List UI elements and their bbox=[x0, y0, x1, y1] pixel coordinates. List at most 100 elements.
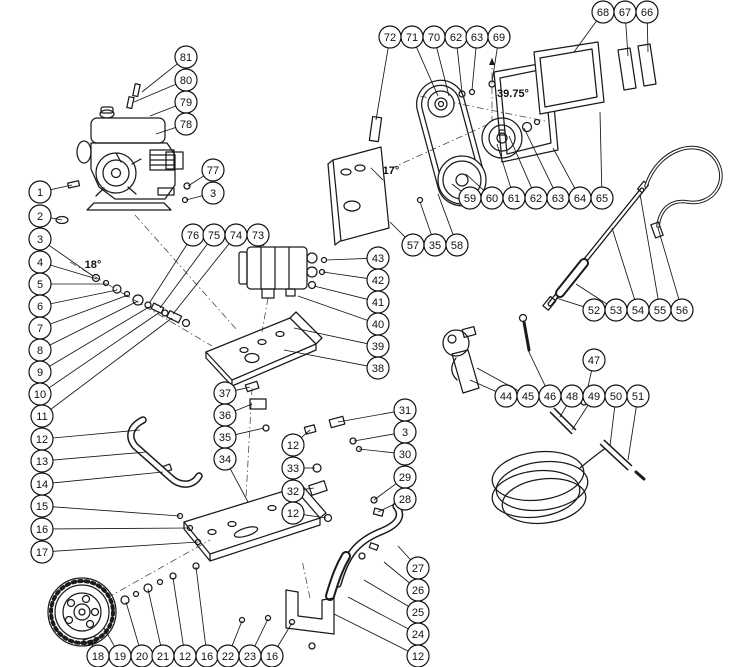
callout-8: 8 bbox=[28, 300, 139, 362]
leader-line bbox=[419, 201, 432, 235]
leader-line bbox=[52, 541, 199, 552]
leader-line bbox=[147, 588, 162, 646]
callout-69: 69 bbox=[487, 25, 511, 83]
callout-number: 49 bbox=[588, 391, 600, 403]
callout-38: 38 bbox=[283, 349, 390, 380]
leader-line bbox=[297, 295, 368, 321]
callout-number: 64 bbox=[574, 193, 586, 205]
callout-73: 73 bbox=[246, 223, 270, 247]
leader-line bbox=[229, 468, 249, 503]
callout-balloon bbox=[30, 540, 54, 564]
callout-number: 23 bbox=[244, 651, 256, 663]
callout-number: 17 bbox=[36, 547, 48, 559]
callout-50: 50 bbox=[604, 384, 628, 447]
callout-balloon bbox=[281, 456, 305, 480]
callout-number: 4 bbox=[37, 257, 43, 269]
spray-wand bbox=[542, 180, 650, 311]
leader-line bbox=[52, 451, 147, 461]
callout-number: 45 bbox=[522, 391, 534, 403]
callout-55: 55 bbox=[639, 193, 672, 322]
callout-number: 60 bbox=[486, 193, 498, 205]
leader-line bbox=[639, 193, 659, 300]
pump-mount-plate bbox=[205, 311, 323, 387]
callout-35: 35 bbox=[213, 425, 265, 449]
leader-line bbox=[48, 244, 94, 277]
leader-line bbox=[559, 405, 567, 418]
callout-number: 32 bbox=[287, 486, 299, 498]
callout-5: 5 bbox=[28, 272, 107, 296]
callout-number: 67 bbox=[619, 7, 631, 19]
callout-number: 16 bbox=[201, 651, 213, 663]
leader-line bbox=[159, 243, 208, 309]
callout-77: 77 bbox=[187, 158, 225, 187]
callout-number: 9 bbox=[37, 367, 43, 379]
callout-balloon bbox=[590, 186, 614, 210]
callout-balloon bbox=[487, 25, 511, 49]
callout-number: 38 bbox=[372, 363, 384, 375]
callout-6: 6 bbox=[28, 289, 118, 318]
leader-line bbox=[133, 83, 177, 103]
leader-line bbox=[389, 221, 406, 238]
callout-number: 22 bbox=[222, 651, 234, 663]
leader-line bbox=[231, 620, 243, 646]
callout-51: 51 bbox=[626, 384, 650, 461]
callout-56: 56 bbox=[657, 227, 694, 322]
leader-line bbox=[451, 183, 462, 192]
callout-number: 63 bbox=[552, 193, 564, 205]
leader-line bbox=[235, 427, 265, 435]
callout-59: 59 bbox=[451, 183, 482, 210]
leader-line bbox=[187, 175, 204, 187]
callout-number: 2 bbox=[37, 211, 43, 223]
cart-handle bbox=[325, 502, 404, 601]
callout-71: 71 bbox=[400, 25, 439, 97]
leader-line bbox=[303, 514, 327, 519]
leader-line bbox=[149, 244, 188, 303]
callout-number: 78 bbox=[180, 119, 192, 131]
leader-line bbox=[555, 297, 584, 308]
callout-79: 79 bbox=[149, 90, 198, 117]
callout-10: 10 bbox=[28, 311, 161, 406]
callout-number: 8 bbox=[37, 345, 43, 357]
callout-number: 35 bbox=[429, 240, 441, 252]
callout-balloon bbox=[213, 447, 237, 471]
leader-line bbox=[235, 386, 251, 391]
leader-line bbox=[358, 448, 395, 454]
leader-line bbox=[609, 406, 616, 447]
callout-balloon bbox=[281, 433, 305, 457]
callout-12: 12 bbox=[30, 427, 141, 451]
callout-number: 36 bbox=[219, 410, 231, 422]
callout-number: 1 bbox=[37, 187, 43, 199]
callout-number: 12 bbox=[36, 434, 48, 446]
callout-number: 5 bbox=[37, 279, 43, 291]
leader-line bbox=[254, 618, 269, 647]
callout-number: 65 bbox=[596, 193, 608, 205]
trigger-gun bbox=[442, 325, 480, 394]
callout-72: 72 bbox=[375, 25, 402, 121]
leader-line bbox=[155, 127, 176, 135]
leader-line bbox=[277, 622, 293, 647]
leader-line bbox=[508, 135, 532, 189]
callout-number: 74 bbox=[230, 230, 242, 242]
leader-line bbox=[141, 63, 178, 93]
callout-3: 3 bbox=[28, 227, 94, 277]
leader-line bbox=[377, 503, 396, 513]
callout-number: 57 bbox=[407, 240, 419, 252]
callout-74: 74 bbox=[172, 223, 248, 315]
pulley-idler bbox=[427, 90, 455, 118]
leader-line bbox=[627, 406, 637, 461]
leader-line bbox=[625, 22, 629, 57]
callout-balloon bbox=[393, 442, 417, 466]
callout-28: 28 bbox=[377, 487, 417, 513]
leader-line bbox=[195, 566, 207, 646]
leader-line bbox=[571, 405, 589, 431]
callout-9: 9 bbox=[28, 306, 150, 384]
leader-line bbox=[52, 506, 181, 517]
callout-number: 50 bbox=[610, 391, 622, 403]
callout-number: 42 bbox=[372, 275, 384, 287]
callout-12: 12 bbox=[281, 429, 311, 457]
leader-line bbox=[337, 411, 395, 423]
leader-line bbox=[437, 193, 454, 235]
callout-19: 19 bbox=[103, 627, 132, 667]
leader-line bbox=[657, 227, 680, 300]
